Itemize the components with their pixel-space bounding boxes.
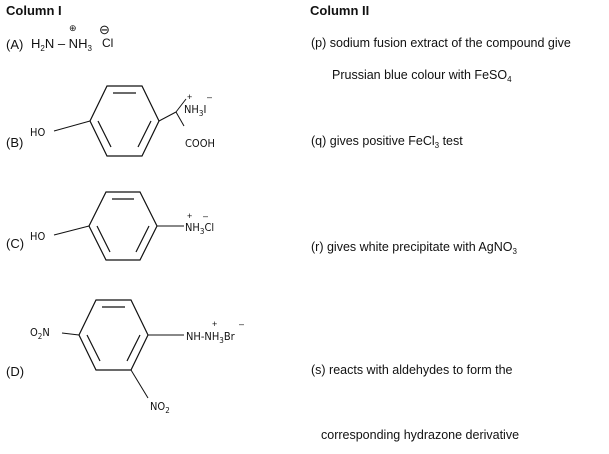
option-s-line1: (s) reacts with aldehydes to form the <box>311 363 513 377</box>
item-b-minus: – <box>207 92 213 102</box>
item-b-carboxyl: COOH <box>185 137 215 150</box>
option-q: (q) gives positive FeCl3 test <box>311 134 463 150</box>
item-b-label: (B) <box>6 135 24 150</box>
item-d-hydrazinium: NH-NH3Br <box>186 330 235 345</box>
item-c-label: (C) <box>6 236 25 251</box>
item-c-plus: + <box>187 211 193 221</box>
item-d-minus: – <box>239 319 245 329</box>
option-r: (r) gives white precipitate with AgNO3 <box>311 240 517 256</box>
option-p-line1: (p) sodium fusion extract of the compoun… <box>311 36 571 50</box>
column-1-header: Column I <box>6 3 62 18</box>
option-p-line2: Prussian blue colour with FeSO4 <box>332 68 512 84</box>
option-s-line2: corresponding hydrazone derivative <box>321 428 520 442</box>
item-a-anion: Cl <box>102 36 114 50</box>
item-b-ammonium: NH3I <box>184 103 207 118</box>
item-a-label: (A) <box>6 37 24 52</box>
column-2-header: Column II <box>310 3 370 18</box>
item-c-ammonium: NH3Cl <box>185 221 215 236</box>
item-c-hydroxyl: HO <box>30 230 46 243</box>
item-b-hydroxyl: HO <box>30 126 46 139</box>
anion-charge: ⊖ <box>99 22 110 37</box>
item-a-formula: H2N – NH3 <box>31 36 92 53</box>
item-d-nitro-bottom: NO2 <box>150 400 170 415</box>
cation-charge: ⊕ <box>69 23 77 33</box>
item-b-plus: + <box>187 92 193 102</box>
item-d-label: (D) <box>6 364 25 379</box>
item-c-minus: – <box>203 211 209 221</box>
item-d-plus: + <box>212 319 218 329</box>
item-d-nitro-left: O2N <box>30 326 50 341</box>
